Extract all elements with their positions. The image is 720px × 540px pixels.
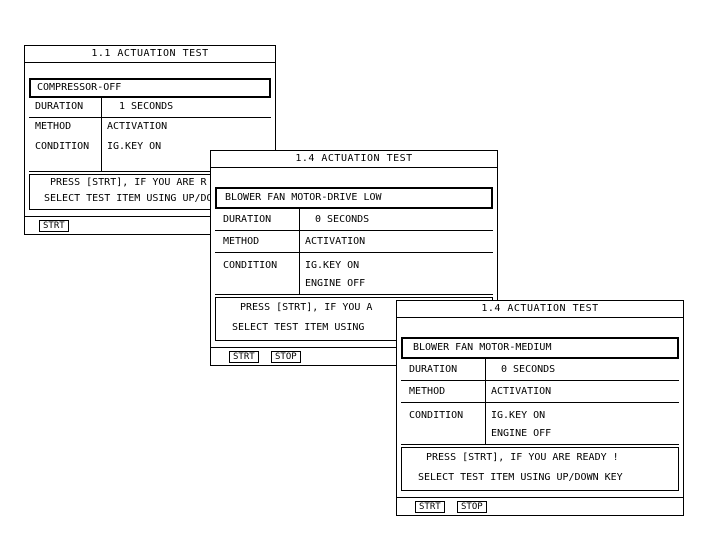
duration-value: 0 SECONDS: [315, 214, 370, 225]
test-item-header: BLOWER FAN MOTOR-MEDIUM: [401, 337, 679, 359]
duration-row: DURATION 0 SECONDS: [215, 209, 493, 231]
instruction-line-1: PRESS [STRT], IF YOU ARE READY !: [426, 452, 619, 463]
start-button[interactable]: STRT: [39, 220, 69, 232]
stop-button[interactable]: STOP: [457, 501, 487, 513]
test-item-header: COMPRESSOR-OFF: [29, 78, 271, 98]
condition-label: CONDITION: [409, 410, 464, 421]
window-title: 1.4 ACTUATION TEST: [211, 151, 497, 168]
method-row: METHOD ACTIVATION: [401, 381, 679, 403]
duration-row: DURATION 0 SECONDS: [401, 359, 679, 381]
condition-label: CONDITION: [223, 260, 278, 271]
instruction-line-1: PRESS [STRT], IF YOU ARE R: [50, 177, 207, 188]
method-value: ACTIVATION: [491, 386, 552, 397]
duration-value: 1 SECONDS: [119, 101, 174, 112]
stop-button[interactable]: STOP: [271, 351, 301, 363]
instruction-line-2: SELECT TEST ITEM USING UP/DO: [44, 193, 213, 204]
start-button[interactable]: STRT: [229, 351, 259, 363]
condition-value: IG.KEY ON: [107, 141, 162, 152]
method-label: METHOD: [409, 386, 446, 397]
method-row: METHOD ACTIVATION: [29, 118, 271, 138]
method-value: ACTIVATION: [107, 121, 168, 132]
start-button[interactable]: STRT: [415, 501, 445, 513]
instruction-line-1: PRESS [STRT], IF YOU A: [240, 302, 373, 313]
condition-row: CONDITION IG.KEY ON ENGINE OFF: [401, 403, 679, 445]
test-item-header: BLOWER FAN MOTOR-DRIVE LOW: [215, 187, 493, 209]
duration-label: DURATION: [35, 101, 84, 112]
actuation-test-window-1: 1.1 ACTUATION TEST COMPRESSOR-OFF DURATI…: [24, 45, 276, 235]
method-label: METHOD: [223, 236, 260, 247]
window-title: 1.4 ACTUATION TEST: [397, 301, 683, 318]
duration-label: DURATION: [409, 364, 458, 375]
method-value: ACTIVATION: [305, 236, 366, 247]
instruction-line-2: SELECT TEST ITEM USING: [232, 322, 365, 333]
duration-value: 0 SECONDS: [501, 364, 556, 375]
window-title: 1.1 ACTUATION TEST: [25, 46, 275, 63]
duration-label: DURATION: [223, 214, 272, 225]
condition-value-2: ENGINE OFF: [491, 428, 552, 439]
condition-value: IG.KEY ON: [491, 410, 546, 421]
duration-row: DURATION 1 SECONDS: [29, 98, 271, 118]
condition-label: CONDITION: [35, 141, 90, 152]
method-row: METHOD ACTIVATION: [215, 231, 493, 253]
condition-row: CONDITION IG.KEY ON ENGINE OFF: [215, 253, 493, 295]
method-label: METHOD: [35, 121, 72, 132]
condition-value-2: ENGINE OFF: [305, 278, 366, 289]
instruction-message: PRESS [STRT], IF YOU ARE READY ! SELECT …: [401, 447, 679, 491]
condition-row: CONDITION IG.KEY ON: [29, 138, 271, 172]
actuation-test-window-3: 1.4 ACTUATION TEST BLOWER FAN MOTOR-MEDI…: [396, 300, 684, 516]
instruction-line-2: SELECT TEST ITEM USING UP/DOWN KEY: [418, 472, 623, 483]
condition-value: IG.KEY ON: [305, 260, 360, 271]
